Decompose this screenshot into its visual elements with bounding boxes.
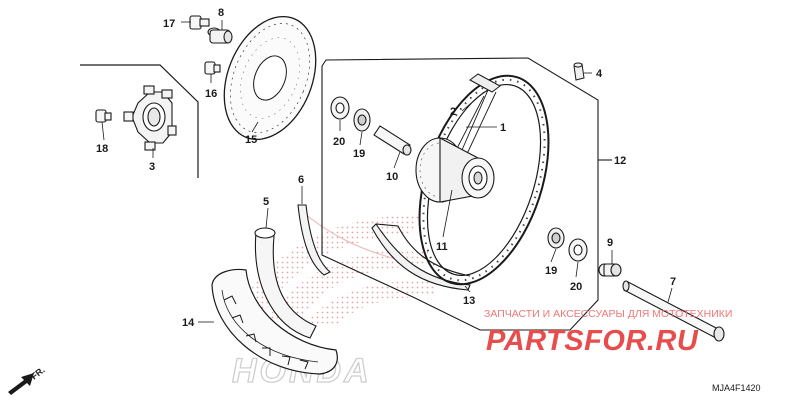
callout-2: 2 (450, 106, 456, 118)
bearing-20-upper (330, 96, 350, 120)
callout-19-upper: 19 (353, 148, 365, 160)
bearing-19-lower (547, 227, 565, 249)
wheel-hub-11 (415, 137, 495, 203)
callout-6: 6 (298, 174, 304, 186)
bolt-16 (204, 61, 221, 75)
watermark-logo: PARTSFOR.RU (486, 325, 699, 357)
callout-20-upper: 20 (333, 136, 345, 148)
bolt-18 (95, 109, 112, 123)
bearing-20-lower (568, 238, 588, 262)
callout-4: 4 (596, 68, 603, 80)
callout-18: 18 (96, 143, 108, 155)
callout-8: 8 (218, 7, 224, 19)
watermark-subtitle: ЗАПЧАСТИ И АКСЕССУАРЫ ДЛЯ МОТОТЕХНИКИ (484, 308, 732, 320)
collar-8 (207, 27, 233, 44)
rim-strip-6 (297, 204, 331, 276)
callout-11: 11 (436, 241, 448, 253)
axle-7 (622, 280, 725, 342)
wheel-assembly-bracket (321, 57, 612, 331)
tire-14 (211, 268, 338, 375)
callout-9: 9 (607, 237, 613, 249)
callout-3: 3 (149, 161, 155, 173)
brake-disc-15 (223, 15, 317, 141)
callout-5: 5 (263, 196, 269, 208)
hub-flange-3 (123, 85, 177, 151)
bearing-19-upper (353, 108, 371, 132)
callout-16: 16 (205, 88, 217, 100)
callout-20-lower: 20 (570, 281, 582, 293)
leader-lines (101, 20, 673, 323)
collar-9 (598, 263, 622, 277)
callout-12: 12 (614, 155, 626, 167)
callout-17: 17 (163, 18, 175, 30)
distance-collar-10 (373, 125, 412, 156)
part-callouts: 17 8 16 15 18 3 4 2 1 20 19 10 12 11 9 1… (96, 7, 676, 329)
diagram-code: MJA4F1420 (712, 383, 761, 393)
front-direction-arrow: FR. (8, 365, 47, 395)
hub-bracket (80, 64, 199, 178)
callout-10: 10 (386, 171, 398, 183)
callout-1: 1 (500, 122, 506, 134)
valve-cap-4 (573, 62, 585, 81)
callout-7: 7 (670, 276, 676, 288)
callout-14: 14 (182, 317, 195, 329)
callout-15: 15 (245, 134, 257, 146)
callout-19-lower: 19 (545, 265, 557, 277)
inner-tube-5 (254, 227, 317, 339)
callout-13: 13 (463, 295, 475, 307)
bolt-17 (189, 15, 210, 30)
